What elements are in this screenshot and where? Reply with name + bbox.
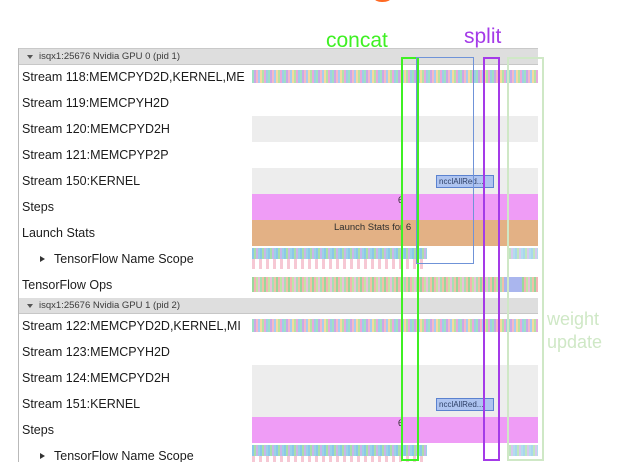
group-header-label: isqx1:25676 Nvidia GPU 0 (pid 1) bbox=[39, 51, 180, 62]
row-track[interactable] bbox=[252, 246, 538, 272]
row-label-text: TensorFlow Name Scope bbox=[54, 252, 194, 266]
row-label-cell[interactable]: Launch Stats bbox=[19, 220, 252, 246]
timeline-row[interactable]: Stream 119:MEMCPYH2D bbox=[19, 90, 538, 116]
timeline-panel[interactable]: isqx1:25676 Nvidia GPU 0 (pid 1) Stream 1… bbox=[18, 48, 538, 462]
chevron-down-icon[interactable] bbox=[27, 55, 33, 59]
annotation-split: split bbox=[464, 25, 502, 48]
timeline-row[interactable]: TensorFlow Name Scope bbox=[19, 443, 538, 462]
timeline-row[interactable]: Stream 120:MEMCPYD2H bbox=[19, 116, 538, 142]
expand-arrow-icon[interactable] bbox=[40, 255, 45, 262]
row-track[interactable] bbox=[252, 90, 538, 116]
name-scope-bar[interactable] bbox=[252, 445, 427, 456]
ops-bar-tail[interactable] bbox=[522, 277, 538, 292]
ops-bar-segment[interactable] bbox=[504, 277, 522, 292]
timeline-row[interactable]: Stream 121:MEMCPYP2P bbox=[19, 142, 538, 168]
row-track[interactable] bbox=[252, 142, 538, 168]
row-label-cell[interactable]: Stream 118:MEMCPYD2D,KERNEL,ME bbox=[19, 64, 252, 90]
row-track[interactable]: ncclAllRed... bbox=[252, 168, 538, 194]
timeline-row[interactable]: Stream 150:KERNEL ncclAllRed... bbox=[19, 168, 538, 194]
row-label-cell[interactable]: TensorFlow Ops bbox=[19, 272, 252, 298]
name-scope-subbar[interactable] bbox=[252, 259, 427, 269]
row-track[interactable] bbox=[252, 116, 538, 142]
row-track[interactable] bbox=[252, 443, 538, 462]
steps-bar-label: 6 bbox=[398, 195, 404, 205]
chevron-down-icon[interactable] bbox=[27, 304, 33, 308]
steps-bar-label: 6 bbox=[398, 418, 404, 428]
timeline-row[interactable]: TensorFlow Name Scope bbox=[19, 246, 538, 272]
row-label-text: Steps bbox=[22, 200, 54, 214]
annotation-weight-line1: weight bbox=[547, 309, 600, 329]
name-scope-bar-tail[interactable] bbox=[507, 248, 538, 259]
row-label-text: Stream 150:KERNEL bbox=[22, 174, 141, 188]
row-label-text: TensorFlow Name Scope bbox=[54, 449, 194, 462]
row-label-cell[interactable]: Stream 122:MEMCPYD2D,KERNEL,MI bbox=[19, 313, 252, 339]
row-label-cell[interactable]: TensorFlow Name Scope bbox=[19, 246, 252, 272]
row-track[interactable] bbox=[252, 365, 538, 391]
launch-stats-bar[interactable] bbox=[252, 220, 538, 246]
activity-bar[interactable] bbox=[252, 70, 538, 83]
row-track[interactable]: 6 bbox=[252, 417, 538, 443]
launch-stats-bar-label: Launch Stats for 6 bbox=[334, 222, 412, 233]
row-track[interactable]: Launch Stats for 6 bbox=[252, 220, 538, 246]
row-label-text: Steps bbox=[22, 423, 54, 437]
row-label-cell[interactable]: Stream 151:KERNEL bbox=[19, 391, 252, 417]
row-track[interactable]: ncclAllRed... bbox=[252, 391, 538, 417]
name-scope-subbar[interactable] bbox=[252, 456, 427, 462]
row-label-cell[interactable]: TensorFlow Name Scope bbox=[19, 443, 252, 462]
row-label-text: Stream 122:MEMCPYD2D,KERNEL,MI bbox=[22, 319, 241, 333]
timeline-row[interactable]: TensorFlow Ops bbox=[19, 272, 538, 298]
name-scope-bar-tail[interactable] bbox=[507, 445, 538, 456]
timeline-row[interactable]: Stream 124:MEMCPYD2H bbox=[19, 365, 538, 391]
activity-bar[interactable] bbox=[252, 319, 538, 332]
row-label-text: Launch Stats bbox=[22, 226, 95, 240]
row-label-cell[interactable]: Stream 150:KERNEL bbox=[19, 168, 252, 194]
group-header-gpu-0[interactable]: isqx1:25676 Nvidia GPU 0 (pid 1) bbox=[19, 49, 538, 65]
steps-bar[interactable] bbox=[252, 194, 538, 220]
annotation-concat: concat bbox=[326, 29, 388, 52]
orange-marker-icon bbox=[374, 0, 391, 2]
timeline-row[interactable]: Stream 151:KERNEL ncclAllRed... bbox=[19, 391, 538, 417]
row-label-cell[interactable]: Stream 121:MEMCPYP2P bbox=[19, 142, 252, 168]
timeline-row[interactable]: Stream 123:MEMCPYH2D bbox=[19, 339, 538, 365]
row-track[interactable]: 6 bbox=[252, 194, 538, 220]
row-label-text: Stream 121:MEMCPYP2P bbox=[22, 148, 169, 162]
row-label-text: Stream 120:MEMCPYD2H bbox=[22, 122, 170, 136]
nccl-allreduce-chip[interactable]: ncclAllRed... bbox=[436, 398, 494, 411]
ops-bar[interactable] bbox=[252, 277, 504, 292]
row-label-text: Stream 151:KERNEL bbox=[22, 397, 141, 411]
row-label-text: Stream 124:MEMCPYD2H bbox=[22, 371, 170, 385]
timeline-row[interactable]: Stream 122:MEMCPYD2D,KERNEL,MI bbox=[19, 313, 538, 339]
row-track[interactable] bbox=[252, 64, 538, 90]
timeline-row[interactable]: Steps 6 bbox=[19, 194, 538, 220]
timeline-row[interactable]: Steps 6 bbox=[19, 417, 538, 443]
name-scope-bar[interactable] bbox=[252, 248, 427, 259]
row-label-text: Stream 123:MEMCPYH2D bbox=[22, 345, 170, 359]
row-track[interactable] bbox=[252, 272, 538, 298]
row-track[interactable] bbox=[252, 313, 538, 339]
steps-bar[interactable] bbox=[252, 417, 538, 443]
row-label-cell[interactable]: Stream 119:MEMCPYH2D bbox=[19, 90, 252, 116]
row-label-text: Stream 119:MEMCPYH2D bbox=[22, 96, 170, 110]
row-label-cell[interactable]: Steps bbox=[19, 417, 252, 443]
annotation-weight-update: weight update bbox=[547, 308, 602, 354]
expand-arrow-icon[interactable] bbox=[40, 452, 45, 459]
row-label-text: Stream 118:MEMCPYD2D,KERNEL,ME bbox=[22, 70, 245, 84]
row-track[interactable] bbox=[252, 339, 538, 365]
group-header-label: isqx1:25676 Nvidia GPU 1 (pid 2) bbox=[39, 300, 180, 311]
nccl-allreduce-chip[interactable]: ncclAllRed... bbox=[436, 175, 494, 188]
group-header-gpu-1[interactable]: isqx1:25676 Nvidia GPU 1 (pid 2) bbox=[19, 298, 538, 314]
timeline-row[interactable]: Stream 118:MEMCPYD2D,KERNEL,ME bbox=[19, 64, 538, 90]
annotation-weight-line2: update bbox=[547, 332, 603, 352]
row-label-cell[interactable]: Steps bbox=[19, 194, 252, 220]
row-label-cell[interactable]: Stream 120:MEMCPYD2H bbox=[19, 116, 252, 142]
row-label-cell[interactable]: Stream 123:MEMCPYH2D bbox=[19, 339, 252, 365]
timeline-row[interactable]: Launch Stats Launch Stats for 6 bbox=[19, 220, 538, 246]
row-label-cell[interactable]: Stream 124:MEMCPYD2H bbox=[19, 365, 252, 391]
row-label-text: TensorFlow Ops bbox=[22, 278, 113, 292]
